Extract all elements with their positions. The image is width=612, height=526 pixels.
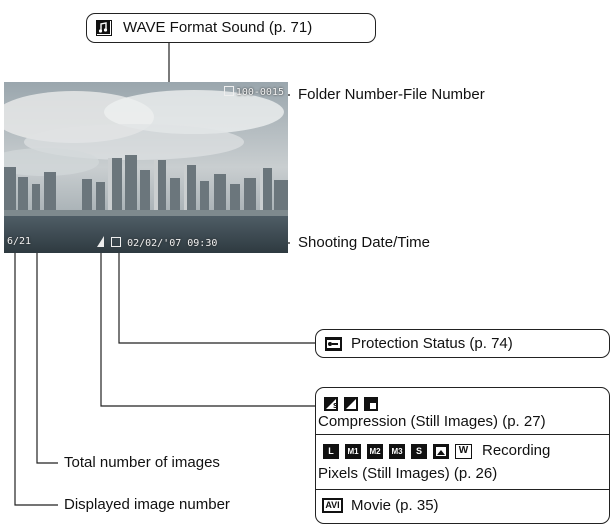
movie-row: AVI Movie (p. 35) [316,490,609,523]
compression-row: S Compression (Still Images) (p. 27) [316,388,609,435]
superfine-icon: S [324,397,338,411]
postcard-icon [433,444,449,459]
movie-icon: AVI [322,498,343,513]
sound-icon [223,86,234,96]
line-total [36,250,58,464]
recording-label-line2: Pixels (Still Images) (p. 26) [318,465,498,482]
folder-file-number-label: Folder Number-File Number [298,86,485,103]
wave-sound-label: WAVE Format Sound (p. 71) [123,19,313,36]
medium1-size-icon: M1 [345,444,361,459]
normal-icon [364,397,378,411]
line-protection [118,250,315,344]
fine-icon [344,397,358,411]
recording-pixels-row: L M1 M2 M3 S W Recording Pixels (Still I… [316,435,609,490]
line-displayed [14,250,58,506]
compression-label: Compression (Still Images) (p. 27) [318,413,546,430]
camera-lcd-screen: 100-0015 6/21 02/02/'07 09:30 [4,82,288,253]
medium3-size-icon: M3 [389,444,405,459]
small-size-icon: S [411,444,427,459]
city-skyline-photo [4,82,288,253]
line-compression [100,253,315,407]
medium2-size-icon: M2 [367,444,383,459]
compression-icon [97,236,104,247]
large-size-icon: L [323,444,339,459]
image-quality-box: S Compression (Still Images) (p. 27) L M… [315,387,610,524]
sound-icon [96,20,112,36]
protection-status-label: Protection Status (p. 74) [351,335,513,352]
total-images-label: Total number of images [64,454,220,471]
image-counter-readout: 6/21 [7,236,32,247]
protection-status-box: Protection Status (p. 74) [315,329,610,358]
status-readout: 02/02/'07 09:30 [97,236,217,250]
folder-file-number-readout: 100-0015 [223,86,284,99]
displayed-image-number-label: Displayed image number [64,496,230,513]
shooting-datetime-label: Shooting Date/Time [298,234,431,251]
movie-label: Movie (p. 35) [351,497,439,514]
protect-key-icon [111,237,122,247]
wave-sound-box: WAVE Format Sound (p. 71) [86,13,376,43]
svg-text:S: S [333,402,338,410]
widescreen-icon: W [455,444,472,459]
recording-label-line1: Recording [482,442,551,459]
protect-key-icon [325,337,342,351]
